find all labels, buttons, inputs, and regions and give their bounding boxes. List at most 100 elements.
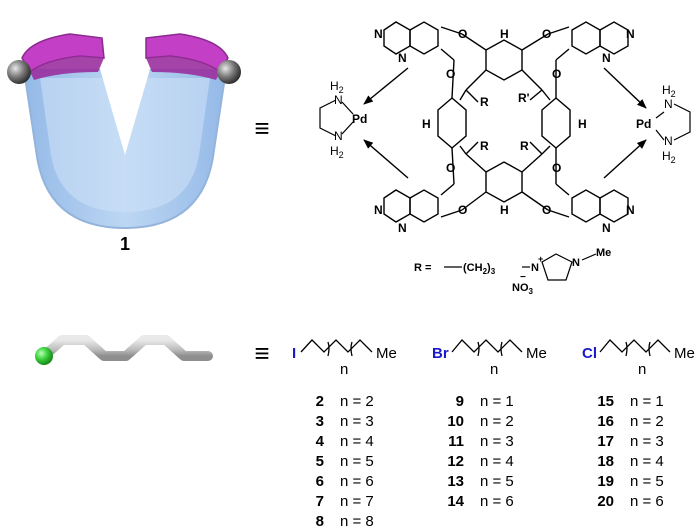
compound-number: 4 bbox=[315, 433, 324, 450]
alkyl-chain-rod bbox=[39, 335, 213, 361]
zigzag-cl bbox=[599, 339, 671, 353]
r-prefix: R = bbox=[414, 262, 431, 274]
atom-o-4: O bbox=[552, 67, 561, 81]
methyl-label-cl: Me bbox=[674, 345, 695, 362]
pd-left-h2-top: H2 bbox=[330, 79, 344, 95]
compound-number: 8 bbox=[315, 513, 324, 530]
chain-length-value: n = 3 bbox=[480, 433, 514, 450]
chain-length-value: n = 8 bbox=[340, 513, 374, 530]
compound-number: 13 bbox=[447, 473, 464, 490]
zigzag-i bbox=[300, 339, 373, 353]
compound-number: 14 bbox=[447, 493, 464, 510]
pd-right-n-bottom: N bbox=[664, 134, 673, 148]
quinoxaline-top-left bbox=[383, 21, 463, 61]
chain-length-value: n = 5 bbox=[340, 453, 374, 470]
cup-front-notch bbox=[95, 52, 155, 155]
halogen-sphere bbox=[35, 347, 53, 365]
atom-o-5: O bbox=[446, 161, 455, 175]
chain-length-value: n = 1 bbox=[630, 393, 664, 410]
ring-top bbox=[485, 39, 523, 81]
compound-number: 18 bbox=[597, 453, 614, 470]
chain-length-value: n = 7 bbox=[340, 493, 374, 510]
r-chain: (CH2)3 bbox=[463, 262, 496, 276]
atom-h-right: H bbox=[578, 117, 587, 131]
quinoxaline-bottom-right bbox=[547, 183, 629, 223]
cavitand-structure bbox=[363, 21, 647, 223]
compound-label-1: 1 bbox=[120, 234, 130, 254]
atom-o-7: O bbox=[458, 203, 467, 217]
chain-length-value: n = 2 bbox=[630, 413, 664, 430]
pd-en-right: Pd N H2 N H2 bbox=[636, 83, 691, 165]
arrow-br-to-pd bbox=[603, 139, 647, 179]
compound-number: 5 bbox=[315, 453, 324, 470]
zigzag-br bbox=[451, 339, 523, 353]
pd-left-n-top: N bbox=[334, 93, 343, 107]
atom-n-tr2: N bbox=[602, 51, 611, 65]
compound-row: 7 n = 7 bbox=[294, 492, 374, 512]
atom-n-tl2: N bbox=[398, 51, 407, 65]
compound-number: 9 bbox=[455, 393, 464, 410]
atom-n-br2: N bbox=[602, 221, 611, 235]
compound-row: 3 n = 3 bbox=[294, 412, 374, 432]
compound-row: 12 n = 4 bbox=[434, 452, 514, 472]
imidazolium-ring bbox=[541, 253, 573, 281]
pd-right-n-top: N bbox=[664, 97, 673, 111]
equivalence-symbol-bottom: ≡ bbox=[254, 338, 269, 368]
compound-number: 20 bbox=[597, 493, 614, 510]
r-counterion: NO3 bbox=[512, 282, 534, 296]
compound-number: 15 bbox=[597, 393, 614, 410]
pd-sphere-left bbox=[7, 60, 31, 84]
atom-h-left: H bbox=[422, 117, 431, 131]
guest-chloride: Cl n Me bbox=[582, 339, 695, 378]
compound-number: 6 bbox=[315, 473, 324, 490]
chain-length-value: n = 2 bbox=[340, 393, 374, 410]
halogen-label-br: Br bbox=[432, 345, 449, 362]
chain-length-value: n = 5 bbox=[480, 473, 514, 490]
atom-o-1: O bbox=[458, 27, 467, 41]
atom-o-3: O bbox=[446, 67, 455, 81]
haloalkane-cartoon bbox=[35, 335, 213, 365]
atom-h-bottom: H bbox=[500, 203, 509, 217]
atom-o-2: O bbox=[542, 27, 551, 41]
pd-en-left: H2 N Pd N H2 bbox=[319, 79, 367, 160]
atom-h-top: H bbox=[500, 27, 509, 41]
atom-n-br1: N bbox=[626, 203, 635, 217]
r-group-definition: R = (CH2)3 N + N Me NO3 − bbox=[414, 247, 611, 296]
compound-number: 12 bbox=[447, 453, 464, 470]
ring-right bbox=[541, 97, 571, 149]
pd-left-bonds bbox=[319, 99, 354, 137]
arrow-tl-to-pd bbox=[363, 67, 409, 105]
chain-length-value: n = 6 bbox=[630, 493, 664, 510]
atom-n-bl1: N bbox=[374, 203, 383, 217]
atom-n-tr1: N bbox=[626, 27, 635, 41]
compound-number: 17 bbox=[597, 433, 614, 450]
compound-number: 3 bbox=[315, 413, 324, 430]
atom-o-6: O bbox=[552, 161, 561, 175]
rim-left-inner bbox=[30, 56, 104, 80]
chain-length-value: n = 4 bbox=[480, 453, 514, 470]
pd-left-pd: Pd bbox=[352, 112, 367, 126]
compound-row: 20 n = 6 bbox=[584, 492, 664, 512]
compound-number: 7 bbox=[315, 493, 324, 510]
chain-length-value: n = 5 bbox=[630, 473, 664, 490]
chain-length-value: n = 4 bbox=[340, 433, 374, 450]
compound-number: 10 bbox=[447, 413, 464, 430]
rim-right-inner bbox=[146, 56, 220, 80]
atom-r-2: R' bbox=[518, 91, 530, 105]
guest-bromide: Br n Me bbox=[432, 339, 547, 378]
pd-left-h2-bottom: H2 bbox=[330, 144, 344, 160]
pd-right-h2-top: H2 bbox=[662, 83, 676, 99]
chain-length-value: n = 3 bbox=[340, 413, 374, 430]
methyl-label-br: Me bbox=[526, 345, 547, 362]
r-plus: + bbox=[538, 254, 543, 264]
ring-bottom bbox=[485, 161, 523, 203]
ring-left bbox=[437, 97, 467, 149]
